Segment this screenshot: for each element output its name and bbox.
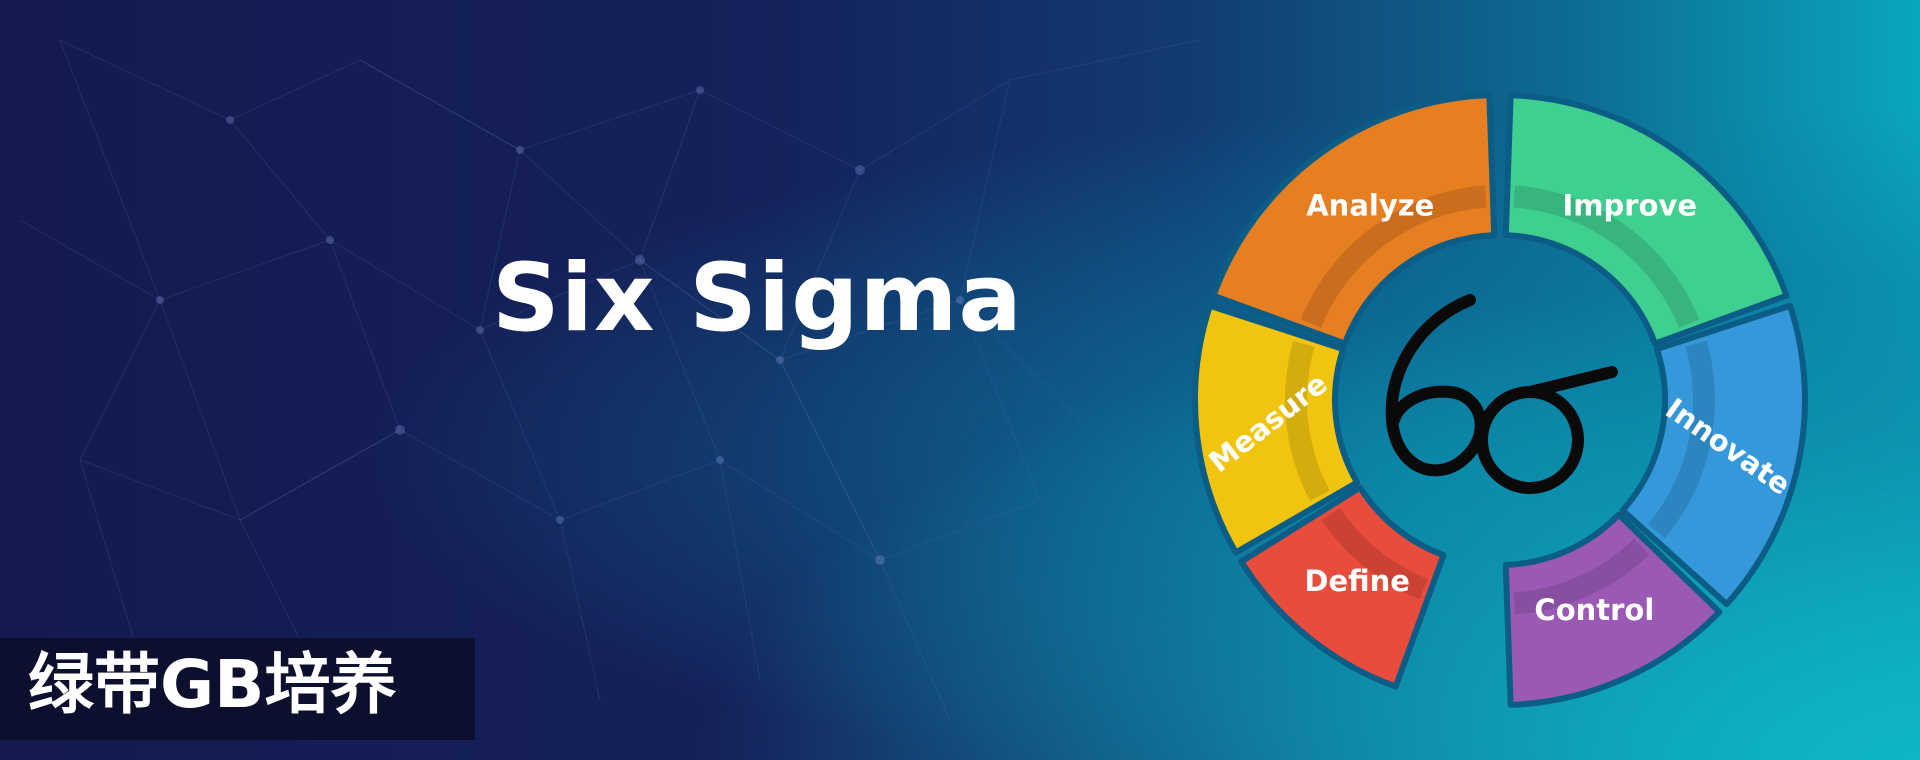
wheel-ring-band [1300,185,1487,328]
course-badge-label: 绿带GB培养 [28,646,397,723]
wheel-label-improve: Improve [1562,189,1697,223]
wheel-segment-control [1502,511,1723,708]
page-title: Six Sigma [492,244,1023,353]
wheel-ring-band [1513,538,1650,615]
wheel-label-control: Control [1534,593,1654,627]
sigma-logo [1385,294,1618,494]
course-badge: 绿带GB培养 [0,638,475,740]
wheel-segment-measure [1192,302,1361,556]
wheel-segment-analyze [1210,92,1498,347]
wheel-ring-band [1321,507,1428,600]
wheel-ring-band [1647,340,1715,539]
wheel-label-analyze: Analyze [1306,189,1434,223]
wheel-segment-innovate [1619,302,1808,608]
wheel-ring-band [1513,185,1700,328]
wheel-segment-define [1238,484,1447,690]
wheel-label-define: Define [1304,564,1410,598]
wheel-ring-band [1285,340,1330,501]
wheel-segment-improve [1502,92,1790,347]
